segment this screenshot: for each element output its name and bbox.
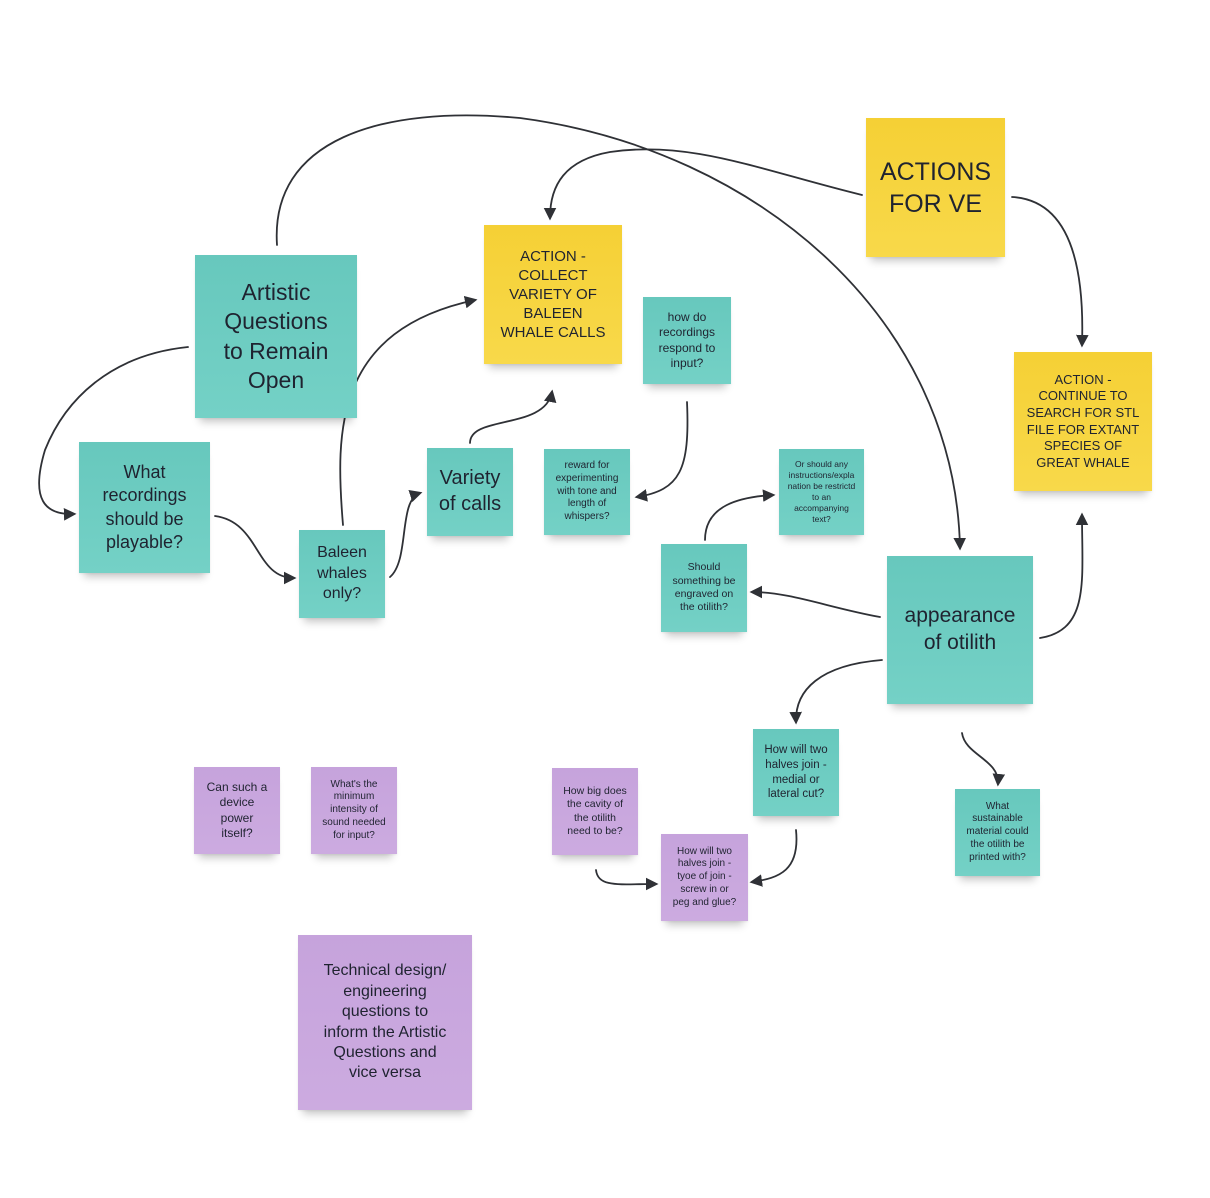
sticky-note-appearance-of-otilith[interactable]: appearance of otilith xyxy=(887,556,1033,704)
connector-arrow[interactable] xyxy=(469,389,557,444)
sticky-note-action-continue-search[interactable]: ACTION - CONTINUE TO SEARCH FOR STL FILE… xyxy=(1014,352,1152,491)
connector-arrow[interactable] xyxy=(789,659,883,725)
note-text: how do recordings respond to input? xyxy=(658,309,716,370)
sticky-note-what-recordings-playable[interactable]: What recordings should be playable? xyxy=(79,442,210,573)
connector-arrow[interactable] xyxy=(634,401,689,502)
note-text: Variety of calls xyxy=(438,467,502,515)
note-text: Technical design/ engineering questions … xyxy=(323,962,447,1082)
sticky-note-two-halves-medial[interactable]: How will two halves join - medial or lat… xyxy=(753,729,839,816)
note-text: Baleen whales only? xyxy=(317,544,367,603)
note-text: Artistic Questions to Remain Open xyxy=(223,278,329,393)
note-text: How big does the cavity of the otilith n… xyxy=(563,784,627,837)
connector-arrow[interactable] xyxy=(961,732,1006,787)
note-text: How will two halves join - tyoe of join … xyxy=(672,845,737,908)
connector-arrow[interactable] xyxy=(275,114,967,551)
connector-arrow[interactable] xyxy=(38,346,189,521)
note-text: Or should any instructions/expla nation … xyxy=(787,459,856,524)
connector-arrow[interactable] xyxy=(1039,512,1089,639)
note-text: How will two halves join - medial or lat… xyxy=(764,744,828,801)
connector-arrow[interactable] xyxy=(1011,196,1089,348)
sticky-note-actions-for-ve[interactable]: ACTIONS FOR VE xyxy=(866,118,1005,257)
note-text: appearance of otilith xyxy=(904,604,1016,654)
note-text: What's the minimum intensity of sound ne… xyxy=(322,778,386,841)
note-text: reward for experimenting with tone and l… xyxy=(555,460,619,523)
sticky-note-sustainable-material[interactable]: What sustainable material could the otil… xyxy=(955,789,1040,876)
note-text: Can such a device power itself? xyxy=(206,779,268,840)
note-text: ACTIONS FOR VE xyxy=(879,157,992,218)
sticky-note-device-power-itself[interactable]: Can such a device power itself? xyxy=(194,767,280,854)
sticky-note-variety-of-calls[interactable]: Variety of calls xyxy=(427,448,513,536)
note-text: ACTION - CONTINUE TO SEARCH FOR STL FILE… xyxy=(1026,371,1140,470)
note-text: Should something be engraved on the otil… xyxy=(672,561,736,614)
connector-arrow[interactable] xyxy=(214,515,297,585)
sticky-note-baleen-whales-only[interactable]: Baleen whales only? xyxy=(299,530,385,618)
connector-arrow[interactable] xyxy=(543,148,863,221)
sticky-note-technical-design[interactable]: Technical design/ engineering questions … xyxy=(298,935,472,1110)
sticky-note-artistic-questions[interactable]: Artistic Questions to Remain Open xyxy=(195,255,357,418)
connector-arrow[interactable] xyxy=(595,869,659,891)
note-text: What recordings should be playable? xyxy=(102,462,187,552)
note-text: What sustainable material could the otil… xyxy=(966,800,1029,863)
sticky-note-action-collect-calls[interactable]: ACTION - COLLECT VARIETY OF BALEEN WHALE… xyxy=(484,225,622,364)
connector-arrow[interactable] xyxy=(389,490,423,578)
sticky-note-something-engraved[interactable]: Should something be engraved on the otil… xyxy=(661,544,747,632)
sticky-note-two-halves-join-type[interactable]: How will two halves join - tyoe of join … xyxy=(661,834,748,921)
connector-arrow[interactable] xyxy=(749,829,798,887)
sticky-note-cavity-size[interactable]: How big does the cavity of the otilith n… xyxy=(552,768,638,855)
sticky-note-how-recordings-respond[interactable]: how do recordings respond to input? xyxy=(643,297,731,384)
sticky-note-reward-for-experimenting[interactable]: reward for experimenting with tone and l… xyxy=(544,449,630,535)
sticky-note-minimum-intensity[interactable]: What's the minimum intensity of sound ne… xyxy=(311,767,397,854)
sticky-note-instructions-restricted[interactable]: Or should any instructions/expla nation … xyxy=(779,449,864,535)
connector-arrow[interactable] xyxy=(749,585,881,618)
note-text: ACTION - COLLECT VARIETY OF BALEEN WHALE… xyxy=(500,247,606,342)
connector-arrow[interactable] xyxy=(704,489,776,541)
